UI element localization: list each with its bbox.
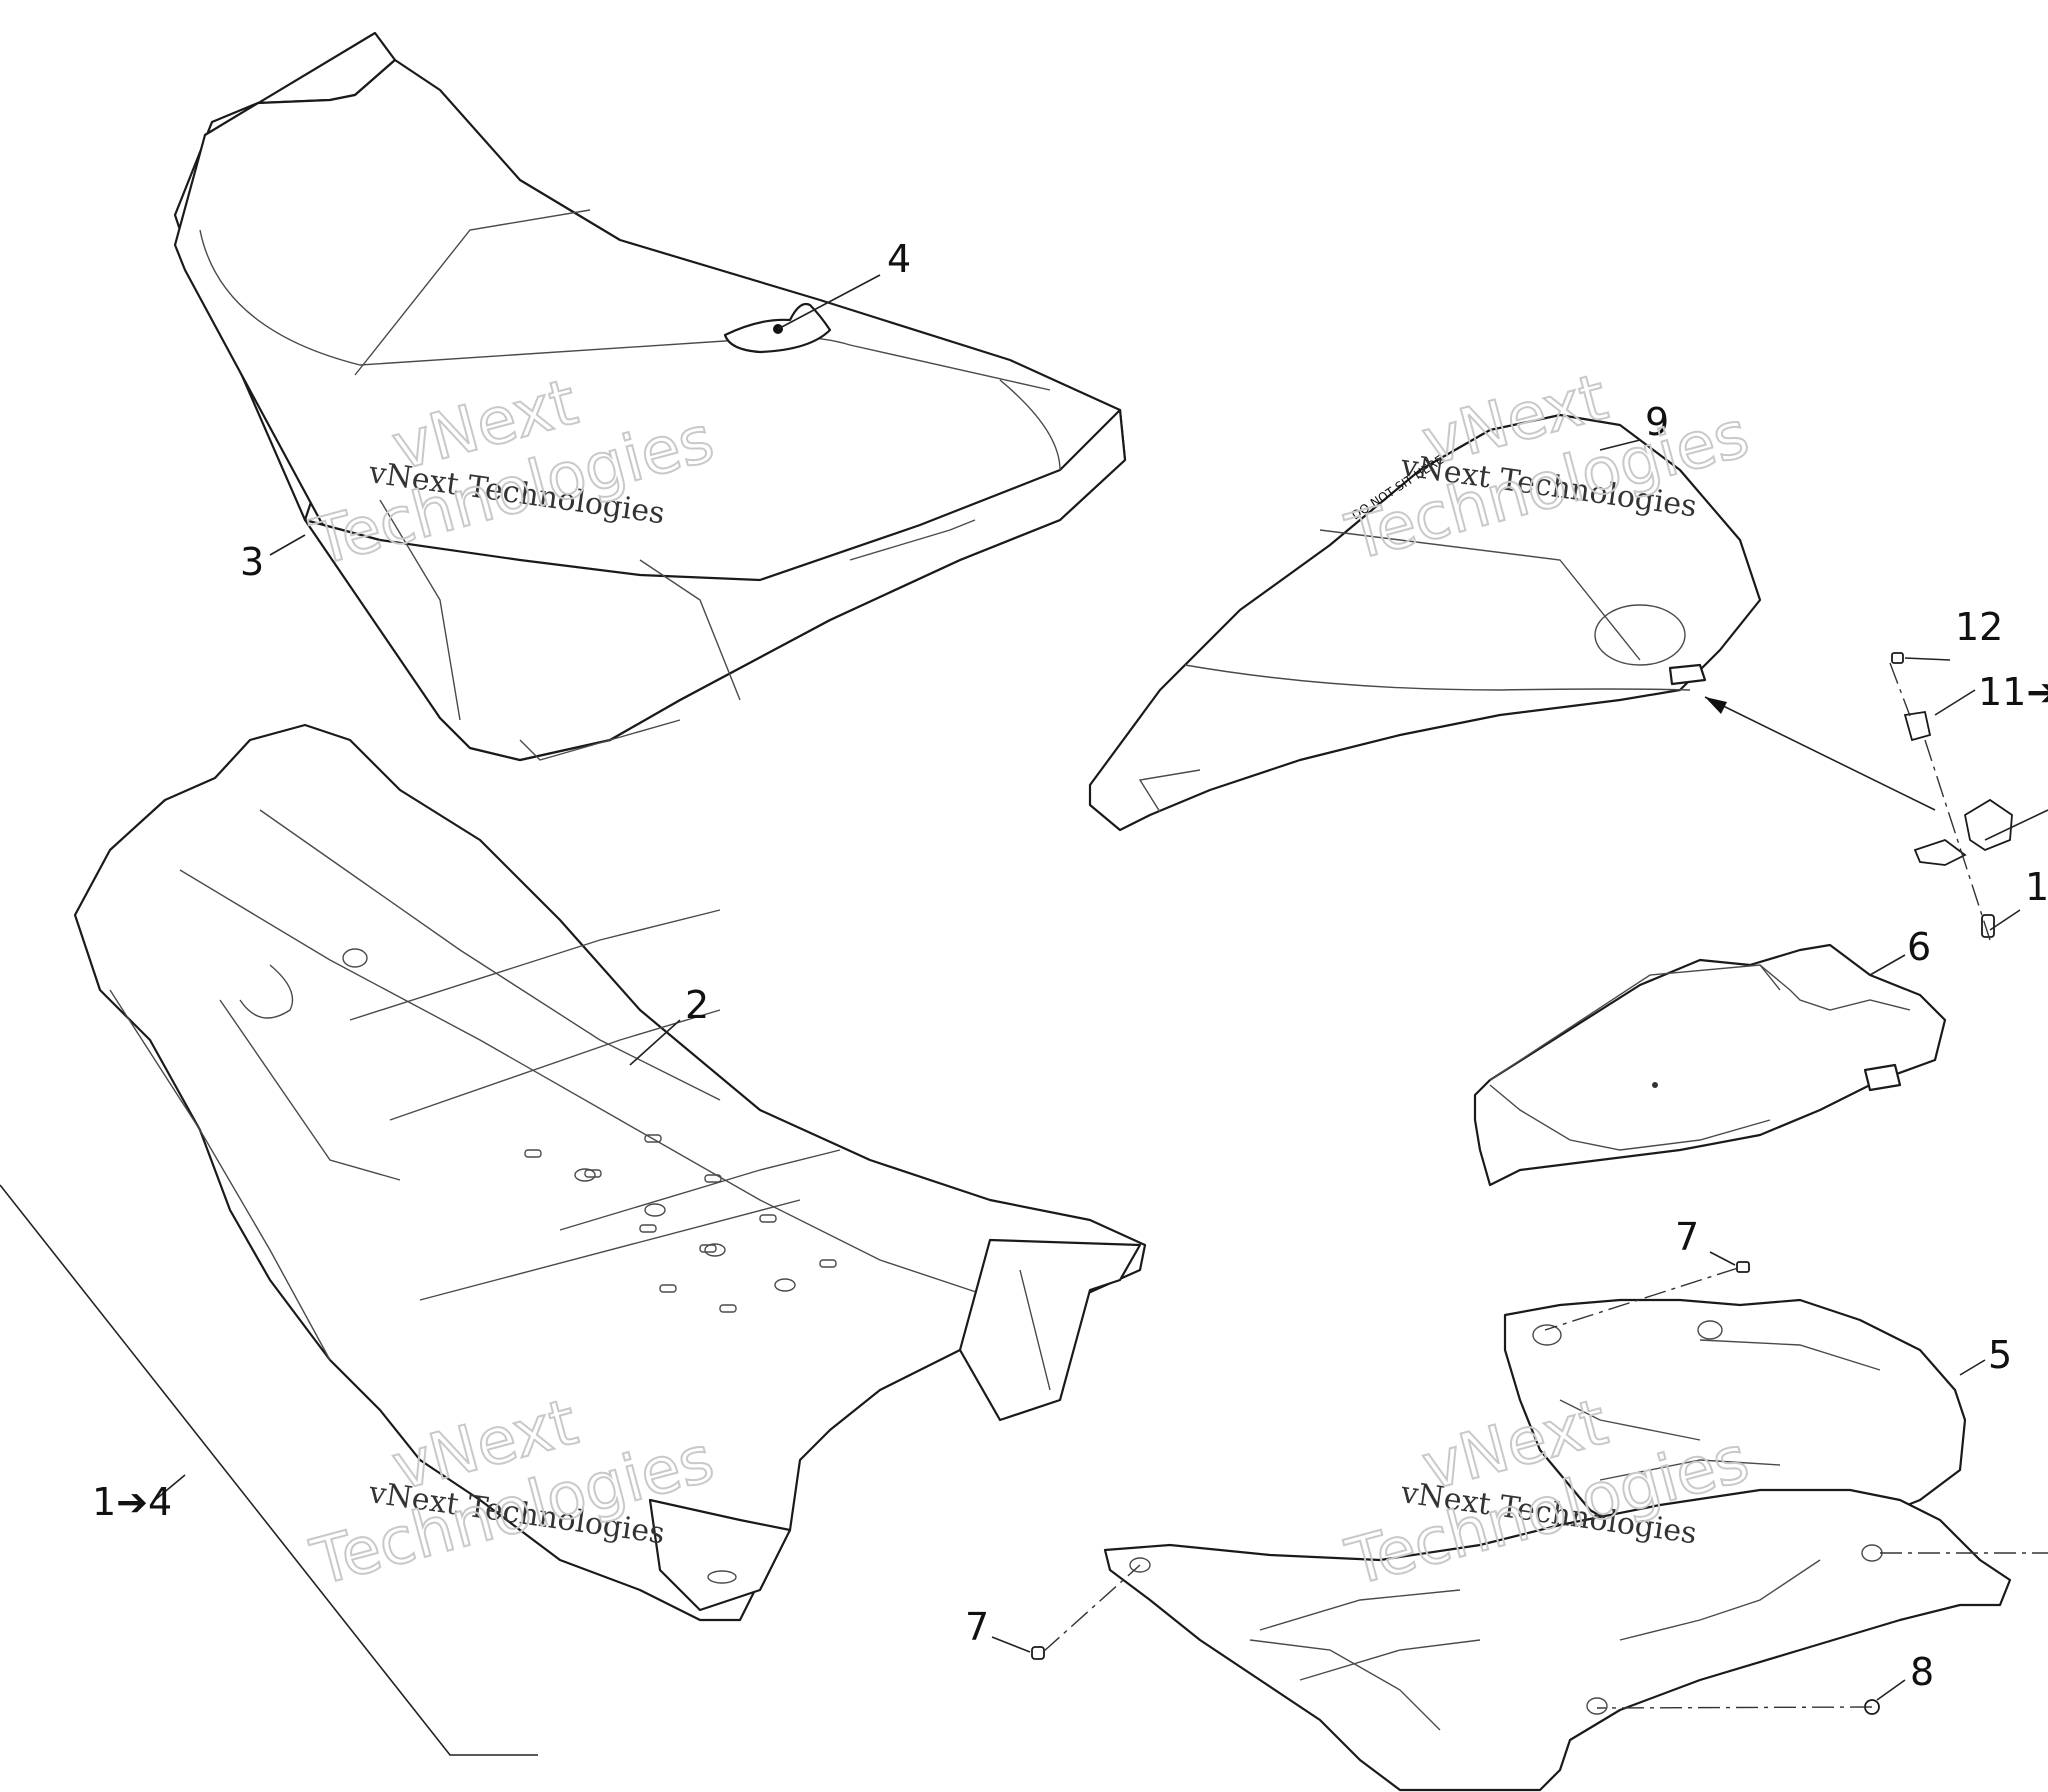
- callout-4: 4: [887, 237, 911, 281]
- callout-8: 8: [1910, 1650, 1934, 1694]
- latch-11: [1963, 798, 2013, 852]
- screw-12: [1891, 652, 1904, 664]
- screw-7-lower: [1031, 1646, 1045, 1660]
- bolt-1: [1981, 914, 1995, 938]
- callout-2: 2: [685, 983, 709, 1027]
- nut-11: [1903, 710, 1932, 742]
- seat-part: [173, 31, 1127, 762]
- storage-tray-part: [1473, 943, 1947, 1187]
- screw-7-upper: [1736, 1261, 1750, 1273]
- callout-12: 12: [1955, 605, 2003, 649]
- callout-1: 1: [2025, 865, 2048, 909]
- callout-7-upper: 7: [1675, 1215, 1699, 1259]
- seat-base-part: [73, 723, 1147, 1622]
- callout-6: 6: [1907, 925, 1931, 969]
- callout-7-lower: 7: [965, 1605, 989, 1649]
- callout-labels: 4 3 2 1➔4 9 12 11➔ 1 6 7 7 5 8: [92, 237, 2048, 1694]
- seat-base-slots: [524, 1134, 837, 1313]
- callout-11: 11➔: [1978, 670, 2048, 714]
- hardware-group: [1031, 652, 2013, 1715]
- leader-lines: [0, 274, 2048, 1756]
- callout-9: 9: [1645, 400, 1669, 444]
- side-panel-part: [1103, 1298, 2012, 1792]
- callout-1-to-4: 1➔4: [92, 1480, 172, 1524]
- callout-5: 5: [1988, 1333, 2012, 1377]
- assembly-lines: [1042, 662, 2048, 1709]
- callout-3: 3: [240, 540, 264, 584]
